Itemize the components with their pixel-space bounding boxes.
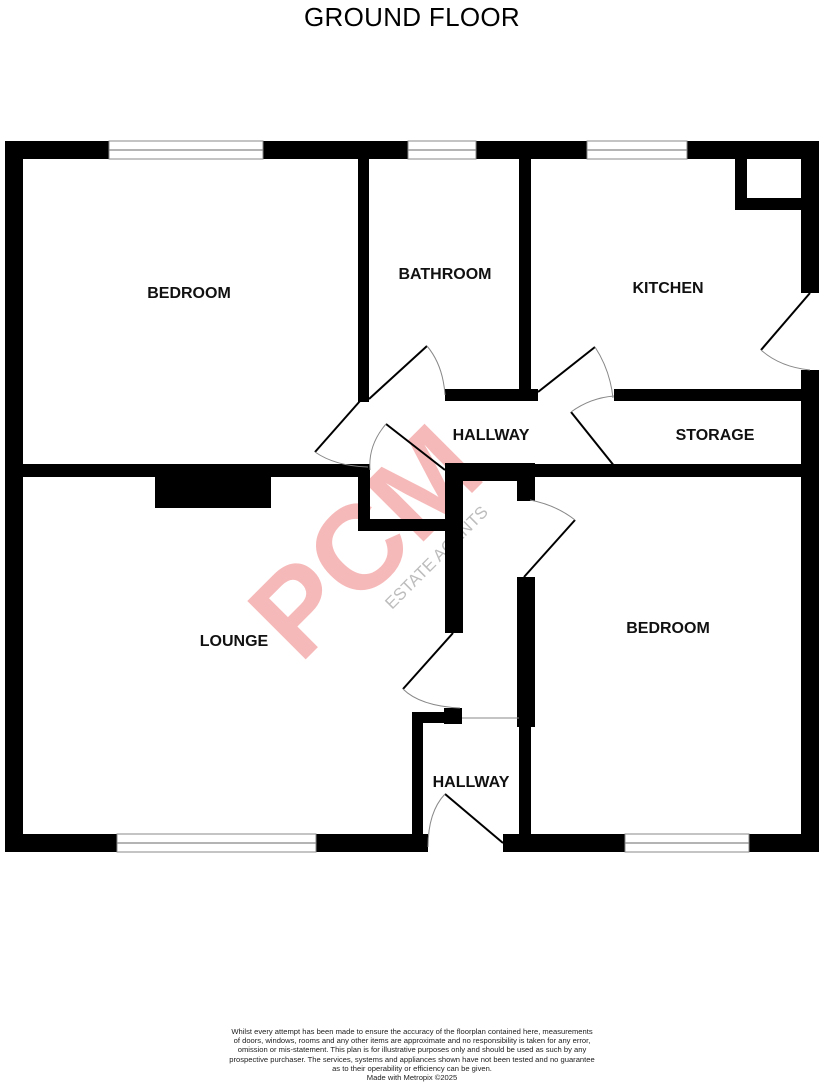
room-label-storage: STORAGE xyxy=(676,427,755,444)
disclaimer: Whilst every attempt has been made to en… xyxy=(212,1027,612,1082)
disclaimer-line: Whilst every attempt has been made to en… xyxy=(231,1027,593,1036)
door-lounge-lower xyxy=(402,632,461,709)
room-label-hallway-entrance: HALLWAY xyxy=(433,774,510,791)
door-front-entrance xyxy=(427,793,504,848)
interior-walls xyxy=(5,150,819,847)
door-lounge-top xyxy=(369,423,446,471)
room-label-hallway-main: HALLWAY xyxy=(453,427,530,444)
window-bedroom-1 xyxy=(108,140,264,160)
window-lounge xyxy=(116,833,317,853)
room-label-bedroom-1: BEDROOM xyxy=(147,285,231,302)
window-kitchen xyxy=(586,140,688,160)
doors xyxy=(314,292,811,848)
disclaimer-line: prospective purchaser. The services, sys… xyxy=(229,1054,595,1064)
credit: Made with Metropix ©2025 xyxy=(366,1073,458,1082)
floor-title: GROUND FLOOR xyxy=(304,2,520,32)
room-label-lounge: LOUNGE xyxy=(200,633,269,650)
door-bedroom-2 xyxy=(523,499,576,578)
window-bedroom-2 xyxy=(624,833,750,853)
disclaimer-line: as to their operability or efficiency ca… xyxy=(332,1063,492,1073)
door-storage xyxy=(570,395,616,468)
door-kitchen-external xyxy=(760,292,811,371)
room-label-bathroom: BATHROOM xyxy=(398,266,491,283)
disclaimer-line: of doors, windows, rooms and any other i… xyxy=(233,1036,591,1046)
windows xyxy=(108,140,750,853)
room-labels: BEDROOM BATHROOM KITCHEN HALLWAY STORAGE… xyxy=(147,266,755,791)
room-label-bedroom-2: BEDROOM xyxy=(626,620,710,637)
room-label-kitchen: KITCHEN xyxy=(632,280,703,297)
disclaimer-line: omission or mis-statement. This plan is … xyxy=(237,1045,587,1055)
door-bedroom-1 xyxy=(314,400,369,468)
door-kitchen xyxy=(537,346,614,399)
window-bathroom xyxy=(407,140,477,160)
door-bathroom xyxy=(368,345,446,400)
